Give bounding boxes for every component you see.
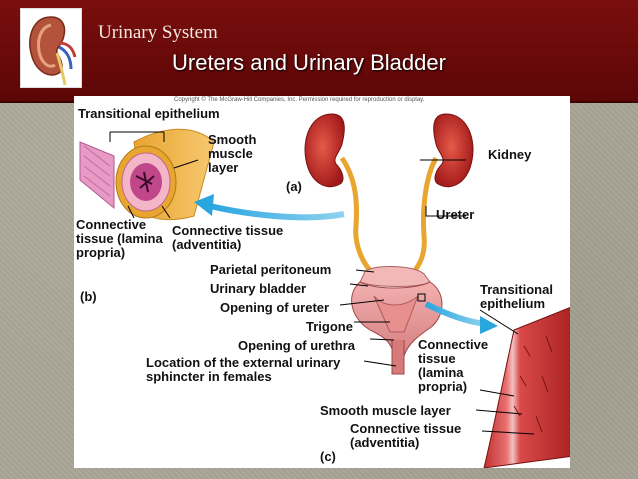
label-trigone: Trigone [306,319,353,334]
label-transitional-epithelium-c: Transitional epithelium [480,282,553,311]
label-ureter: Ureter [436,207,475,222]
anatomy-illustration [79,113,570,468]
label-smooth-muscle-b: Smooth muscle layer [208,132,257,175]
arrow-to-cross-section [209,203,345,221]
section-title: Urinary System [98,22,218,43]
slide-header: Urinary System Ureters and Urinary Bladd… [0,0,638,103]
label-kidney: Kidney [488,147,532,162]
label-panel-b: (b) [80,289,97,304]
label-parietal-peritoneum: Parietal peritoneum [210,262,332,277]
kidney-thumbnail-image [20,8,82,88]
kidneys [304,113,474,188]
bladder-wall-section [483,307,570,468]
left-ureter [339,156,376,276]
anatomy-figure: Copyright © The McGraw-Hill Companies, I… [74,96,570,468]
ureter-cross-section [79,128,215,221]
arrow-head-left [194,194,214,216]
copyright-notice: Copyright © The McGraw-Hill Companies, I… [174,97,425,103]
slide-title: Ureters and Urinary Bladder [172,50,446,75]
label-opening-of-ureter: Opening of ureter [220,300,330,315]
right-ureter [408,156,439,278]
arrow-head-right [480,316,498,334]
label-smooth-muscle-c: Smooth muscle layer [320,403,451,418]
label-external-sphincter: Location of the external urinary sphinct… [146,355,341,384]
label-connective-adventitia-b: Connective tissue (adventitia) [172,223,284,252]
label-connective-lamina-b: Connective tissue (lamina propria) [76,217,163,260]
urinary-bladder-illustration [351,266,443,375]
label-connective-adventitia-c: Connective tissue (adventitia) [350,421,462,450]
label-opening-of-urethra: Opening of urethra [238,338,355,353]
leader-lines [127,159,535,435]
label-urinary-bladder: Urinary bladder [210,281,307,296]
label-panel-a: (a) [286,179,302,194]
label-connective-lamina-c: Connective tissue (lamina propria) [418,337,489,394]
label-transitional-epithelium-b: Transitional epithelium [78,106,220,121]
label-panel-c: (c) [320,449,336,464]
